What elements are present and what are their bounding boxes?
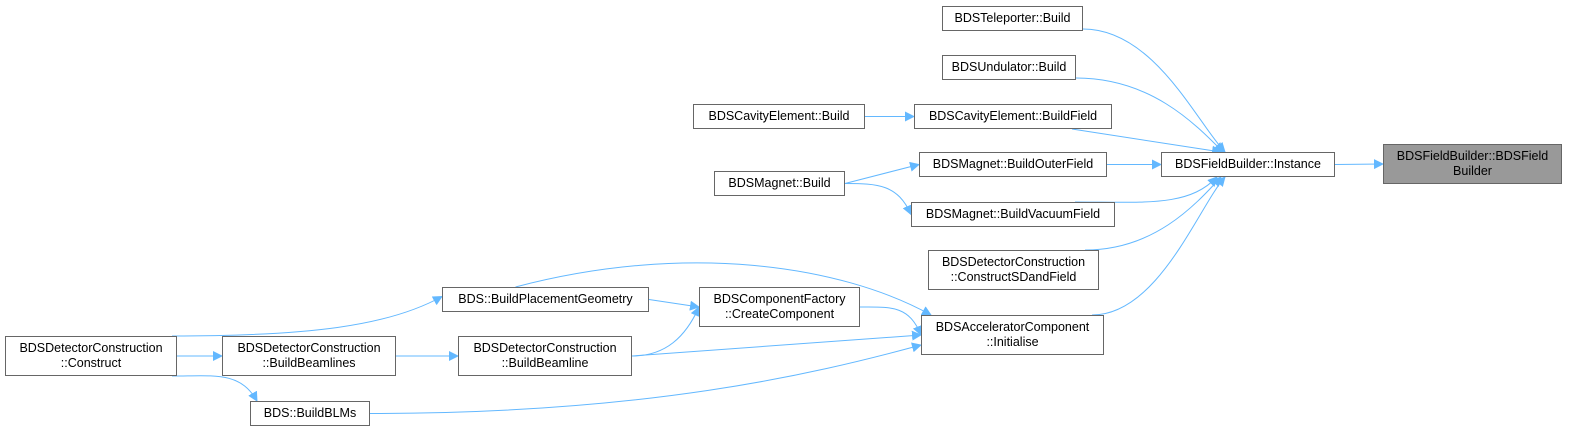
node-label-line: BDSFieldBuilder::BDSField <box>1396 149 1549 163</box>
node-instance[interactable]: BDSFieldBuilder::Instance <box>1161 152 1335 177</box>
node-cavfield[interactable]: BDSCavityElement::BuildField <box>914 104 1112 129</box>
node-outer[interactable]: BDSMagnet::BuildOuterField <box>919 152 1107 177</box>
node-label-line: BDSUndulator::Build <box>951 60 1067 74</box>
edge-construct-to-placement <box>171 296 443 337</box>
node-label-line: BDSMagnet::BuildOuterField <box>932 157 1094 171</box>
node-label-line: ::Initialise <box>986 335 1039 349</box>
node-label-line: BDSDetectorConstruction <box>941 255 1086 269</box>
node-label-line: ::Construct <box>60 356 122 370</box>
node-label-line: BDSMagnet::BuildVacuumField <box>925 207 1101 221</box>
edge-init-to-instance <box>1091 176 1226 316</box>
node-vacuum[interactable]: BDSMagnet::BuildVacuumField <box>911 202 1115 227</box>
node-label-line: ::CreateComponent <box>724 307 835 321</box>
node-beamlines[interactable]: BDSDetectorConstruction::BuildBeamlines <box>222 336 396 376</box>
edge-beamline-to-init <box>631 330 922 357</box>
node-label-line: Builder <box>1453 164 1492 178</box>
edge-create-to-init <box>859 306 923 336</box>
node-label-line: BDSFieldBuilder::Instance <box>1175 157 1321 171</box>
node-blms[interactable]: BDS::BuildBLMs <box>250 401 370 426</box>
node-create[interactable]: BDSComponentFactory::CreateComponent <box>699 287 860 327</box>
edge-blms-to-init <box>369 342 922 414</box>
edge-placement-to-create <box>648 299 700 311</box>
node-label-line: ::BuildBeamline <box>501 356 589 370</box>
node-label-line: BDSCavityElement::BuildField <box>928 109 1098 123</box>
node-construct[interactable]: BDSDetectorConstruction::Construct <box>5 336 177 376</box>
edge-sdfield-to-instance <box>1084 176 1222 251</box>
edge-vacuum-to-instance <box>1074 176 1218 203</box>
node-label-line: BDSMagnet::Build <box>728 176 831 190</box>
node-sdfield[interactable]: BDSDetectorConstruction::ConstructSDandF… <box>928 250 1099 290</box>
node-label-line: BDSDetectorConstruction <box>237 341 381 355</box>
node-label-line: ::ConstructSDandField <box>950 270 1077 284</box>
edge-beamline-to-create <box>631 306 700 357</box>
node-teleporter[interactable]: BDSTeleporter::Build <box>942 6 1083 31</box>
node-beamline[interactable]: BDSDetectorConstruction::BuildBeamline <box>458 336 632 376</box>
edge-cavfield-to-instance <box>1071 128 1222 156</box>
edge-magbuild-to-outer <box>844 161 920 184</box>
node-label-line: ::BuildBeamlines <box>262 356 356 370</box>
node-label-line: BDSCavityElement::Build <box>708 109 850 123</box>
node-label-line: BDSAcceleratorComponent <box>935 320 1090 334</box>
node-label-line: BDS::BuildBLMs <box>263 406 357 420</box>
node-placement[interactable]: BDS::BuildPlacementGeometry <box>442 287 649 312</box>
node-init[interactable]: BDSAcceleratorComponent::Initialise <box>921 315 1104 355</box>
node-label-line: BDSDetectorConstruction <box>19 341 163 355</box>
edge-teleporter-to-instance <box>1082 28 1226 153</box>
edge-placement-to-init <box>515 262 932 316</box>
edge-instance-to-root <box>1334 159 1384 170</box>
node-magbuild[interactable]: BDSMagnet::Build <box>714 171 845 196</box>
node-label-line: BDSDetectorConstruction <box>473 341 617 355</box>
node-label-line: BDSTeleporter::Build <box>954 11 1071 25</box>
edge-construct-to-blms <box>171 375 258 402</box>
node-cavbuild[interactable]: BDSCavityElement::Build <box>693 104 865 129</box>
node-undulator[interactable]: BDSUndulator::Build <box>942 55 1076 80</box>
node-label-line: BDS::BuildPlacementGeometry <box>458 292 633 306</box>
edge-undulator-to-instance <box>1075 77 1224 153</box>
edge-magbuild-to-vacuum <box>844 183 912 216</box>
node-label-line: BDSComponentFactory <box>713 292 846 306</box>
